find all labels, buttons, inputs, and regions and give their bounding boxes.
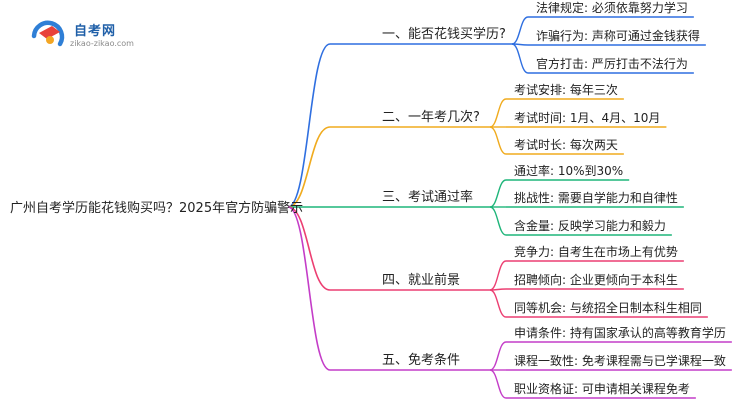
child-connector <box>489 98 507 128</box>
leaf-node: 招聘倾向: 企业更倾向于本科生 <box>514 272 678 287</box>
root-node: 广州自考学历能花钱购买吗？2025年官方防骗警示 <box>10 200 303 216</box>
child-connector <box>489 206 507 236</box>
child-connector <box>489 126 507 155</box>
root-connector <box>287 126 331 208</box>
leaf-node: 法律规定: 必须依靠努力学习 <box>536 0 688 15</box>
connectors <box>287 16 732 399</box>
logo-icon <box>31 20 65 47</box>
logo-title: 自考网 <box>74 24 117 39</box>
child-connector <box>489 369 507 399</box>
leaf-node: 通过率: 10%到30% <box>514 163 623 178</box>
nodes: 广州自考学历能花钱购买吗？2025年官方防骗警示 一、能否花钱买学历? 法律规定: … <box>10 0 726 396</box>
site-logo[interactable]: 自考网 zikao-zikao.com <box>30 18 140 52</box>
branch-node: 四、就业前景 <box>382 272 460 288</box>
leaf-node: 考试安排: 每年三次 <box>514 82 618 97</box>
child-connector <box>489 260 507 291</box>
leaf-node: 含金量: 反映学习能力和毅力 <box>514 218 666 233</box>
leaf-node: 诈骗行为: 声称可通过金钱获得 <box>536 28 700 43</box>
branch-node: 一、能否花钱买学历? <box>382 26 506 42</box>
root-connector <box>287 206 331 371</box>
branch-node: 二、一年考几次? <box>382 109 480 125</box>
leaf-node: 申请条件: 持有国家承认的高等教育学历 <box>514 325 726 340</box>
leaf-node: 同等机会: 与统招全日制本科生相同 <box>514 300 702 315</box>
leaf-node: 挑战性: 需要自学能力和自律性 <box>514 190 678 205</box>
child-connector <box>511 43 529 74</box>
leaf-node: 课程一致性: 免考课程需与已学课程一致 <box>514 353 726 368</box>
child-connector <box>489 289 507 318</box>
child-connector <box>511 16 529 45</box>
leaf-node: 竞争力: 自考生在市场上有优势 <box>514 244 678 259</box>
logo-subtitle: zikao-zikao.com <box>70 39 134 48</box>
leaf-node: 官方打击: 严厉打击不法行为 <box>536 56 688 71</box>
child-connector <box>489 179 507 208</box>
child-connector <box>489 341 507 371</box>
leaf-node: 职业资格证: 可申请相关课程免考 <box>514 381 690 396</box>
leaf-node: 考试时长: 每次两天 <box>514 137 618 152</box>
root-connector <box>287 206 331 291</box>
branch-node: 三、考试通过率 <box>382 189 473 205</box>
leaf-node: 考试时间: 1月、4月、10月 <box>514 110 660 125</box>
branch-node: 五、免考条件 <box>382 352 460 368</box>
root-connector <box>287 43 331 208</box>
